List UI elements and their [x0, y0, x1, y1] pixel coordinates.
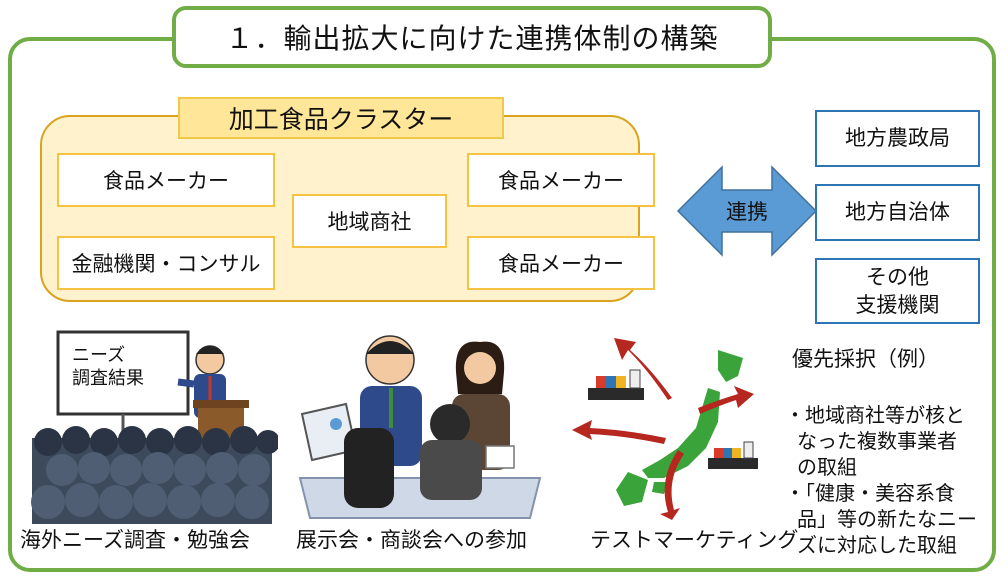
other-support-line1: その他	[866, 264, 929, 289]
food-maker-left-label: 食品メーカー	[103, 169, 229, 193]
priority-item1-line1: ・地域商社等が核と	[785, 403, 965, 427]
other-support-box: その他 支援機関	[815, 258, 980, 324]
board-line2: 調査結果	[72, 367, 144, 389]
finance-consult-label: 金融機関・コンサル	[71, 252, 261, 276]
board-line1: ニーズ	[72, 345, 126, 366]
caption-exhibition: 展示会・商談会への参加	[296, 528, 527, 552]
cluster-title-text: 加工食品クラスター	[228, 105, 454, 134]
local-government-label: 地方自治体	[845, 200, 950, 225]
cluster-title: 加工食品クラスター	[178, 97, 504, 139]
priority-list: ・地域商社等が核と なった複数事業者 の取組 ・「健康・美容系食 品」等の新たな…	[785, 402, 995, 558]
business-meeting-illustration	[298, 335, 542, 519]
priority-item1-line2: なった複数事業者	[797, 429, 957, 453]
cargo-ship-icon	[588, 369, 644, 400]
page-title-text: １．輸出拡大に向けた連携体制の構築	[225, 22, 719, 55]
page-title: １．輸出拡大に向けた連携体制の構築	[172, 6, 772, 68]
food-maker-box-left: 食品メーカー	[57, 153, 275, 207]
caption-marketing: テストマーケティング	[590, 528, 799, 552]
food-maker-box-right-bottom: 食品メーカー	[467, 236, 655, 290]
local-government-box: 地方自治体	[815, 184, 980, 241]
food-maker-right-bottom-label: 食品メーカー	[498, 252, 624, 276]
link-label-text: 連携	[726, 200, 768, 224]
japan-map-illustration	[572, 338, 758, 520]
link-label: 連携	[706, 196, 788, 226]
priority-item2-line2: 品」等の新たなニー	[797, 507, 977, 531]
regional-trading-box: 地域商社	[292, 194, 447, 248]
regional-trading-label: 地域商社	[327, 210, 412, 234]
bureau-label: 地方農政局	[845, 126, 950, 151]
caption-research: 海外ニーズ調査・勉強会	[20, 528, 250, 552]
regional-agriculture-bureau-box: 地方農政局	[815, 110, 980, 167]
food-maker-right-top-label: 食品メーカー	[498, 169, 624, 193]
food-maker-box-right-top: 食品メーカー	[467, 153, 655, 207]
priority-heading: 優先採択（例）	[792, 347, 939, 371]
presentation-illustration	[31, 330, 278, 524]
priority-item2-line3: ズに対応した取組	[797, 533, 957, 557]
presentation-board-text: ニーズ 調査結果	[72, 345, 144, 390]
other-support-line2: 支援機関	[855, 293, 940, 317]
finance-consult-box: 金融機関・コンサル	[57, 236, 275, 290]
priority-item2-line1: ・「健康・美容系食	[785, 481, 955, 505]
priority-item1-line3: の取組	[797, 455, 857, 479]
